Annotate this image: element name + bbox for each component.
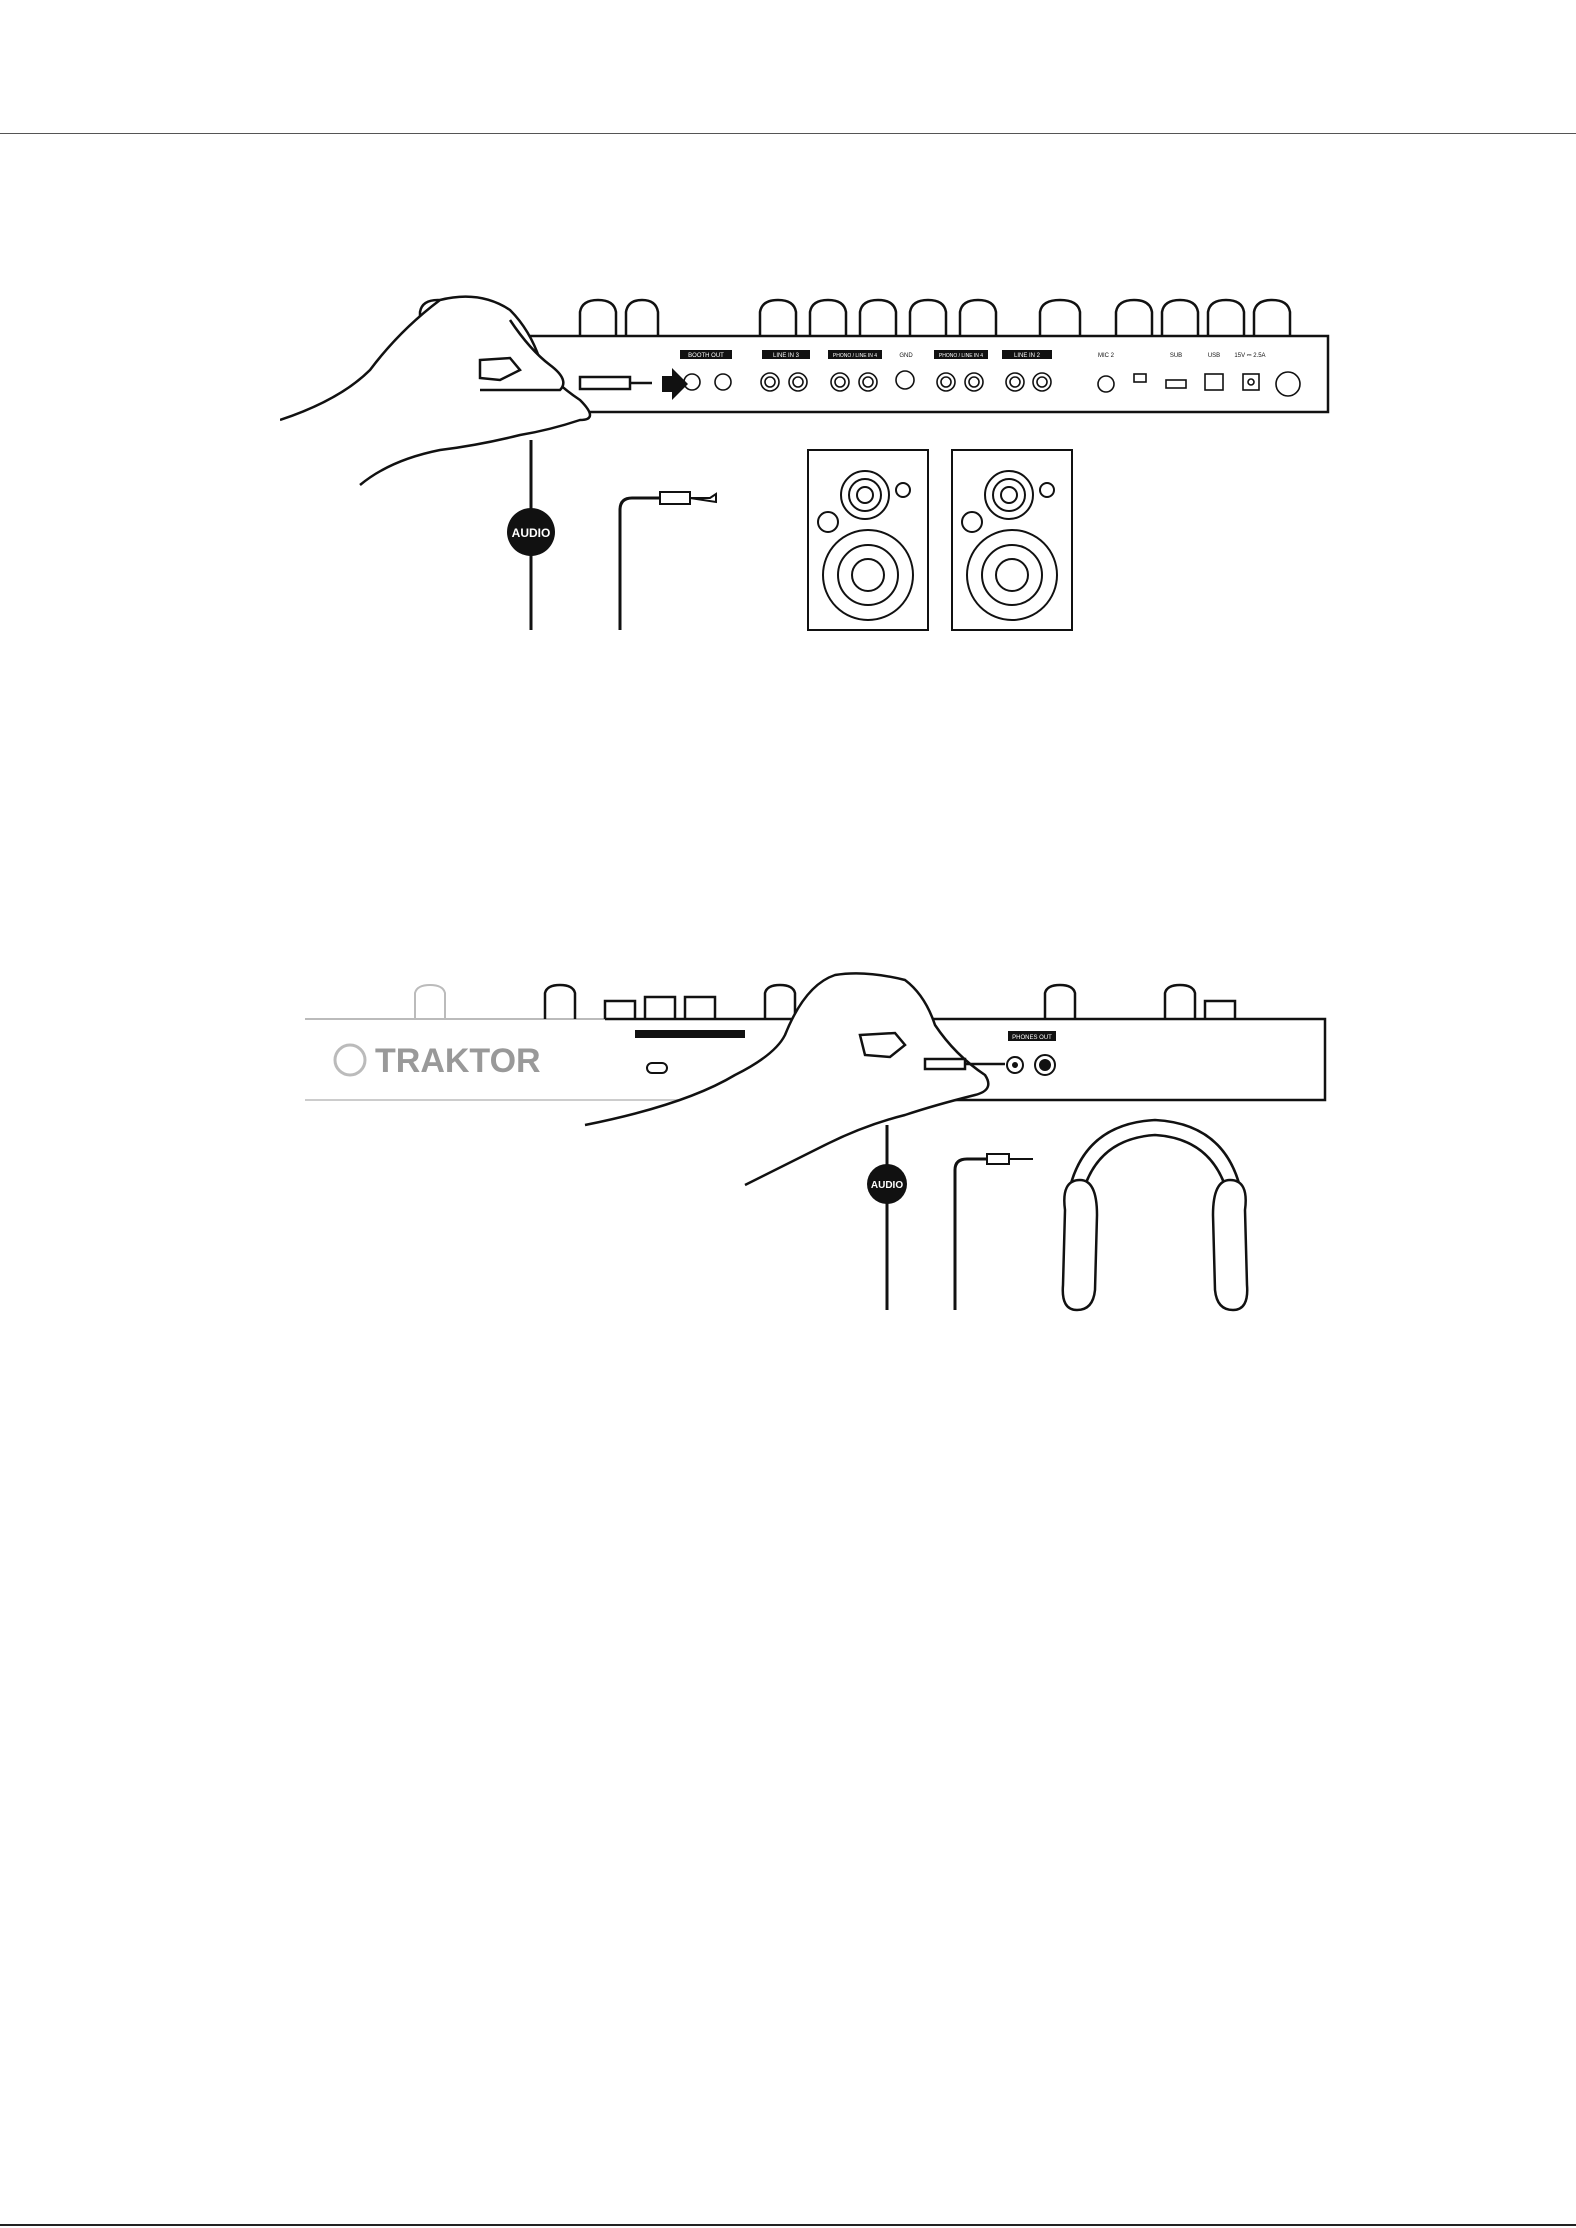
- bottom-rule: [0, 2224, 1576, 2226]
- line-in-3-label: LINE IN 3: [773, 353, 800, 359]
- rear-panel-illustration: BOOTH OUT LINE IN 3 PHONO / LINE IN 4 GN…: [280, 270, 1370, 660]
- insert-arrow-icon: [662, 368, 688, 400]
- front-cables: [887, 1125, 987, 1310]
- hand-icon: [280, 297, 590, 485]
- phones-out-label: PHONES OUT: [1012, 1035, 1052, 1041]
- front-panel-illustration: TRAKTOR PHONES OUT AUDIO: [305, 955, 1340, 1315]
- line-in-2-label: LINE IN 2: [1014, 353, 1041, 359]
- phono-line-b-label: PHONO / LINE IN 4: [939, 353, 983, 359]
- power-label: 15V ⎓ 2.5A: [1234, 353, 1265, 359]
- mic-label: MIC 2: [1098, 353, 1115, 359]
- speaker-left-icon: [808, 450, 928, 630]
- plug-icon: [580, 377, 652, 389]
- faded-knob-tops: [305, 985, 605, 1019]
- phono-line-a-label: PHONO / LINE IN 4: [833, 353, 877, 359]
- top-rule: [0, 133, 1576, 134]
- speaker-right-icon: [952, 450, 1072, 630]
- rear-section-labels: BOOTH OUT LINE IN 3 PHONO / LINE IN 4 GN…: [680, 350, 1266, 359]
- headphones-icon: [1063, 1120, 1247, 1310]
- toggle-switch-icon: [647, 1063, 667, 1073]
- brand-name: TRAKTOR: [375, 1042, 541, 1080]
- mini-plug-icon: [925, 1059, 1005, 1069]
- brand-logo-icon: [335, 1045, 365, 1075]
- front-label-bar: [635, 1030, 745, 1038]
- loose-mini-plug-icon: [987, 1154, 1033, 1164]
- loose-plug-icon: [660, 492, 716, 504]
- rear-panel-svg: BOOTH OUT LINE IN 3 PHONO / LINE IN 4 GN…: [280, 270, 1370, 660]
- booth-out-label: BOOTH OUT: [688, 353, 724, 359]
- sub-label: SUB: [1170, 353, 1182, 359]
- audio-badge: AUDIO: [512, 526, 551, 540]
- audio-badge-front: AUDIO: [871, 1180, 903, 1191]
- gnd-label: GND: [899, 353, 913, 359]
- rear-jacks: [684, 371, 1300, 396]
- usb-label: USB: [1208, 353, 1220, 359]
- front-panel-svg: TRAKTOR PHONES OUT AUDIO: [305, 955, 1340, 1315]
